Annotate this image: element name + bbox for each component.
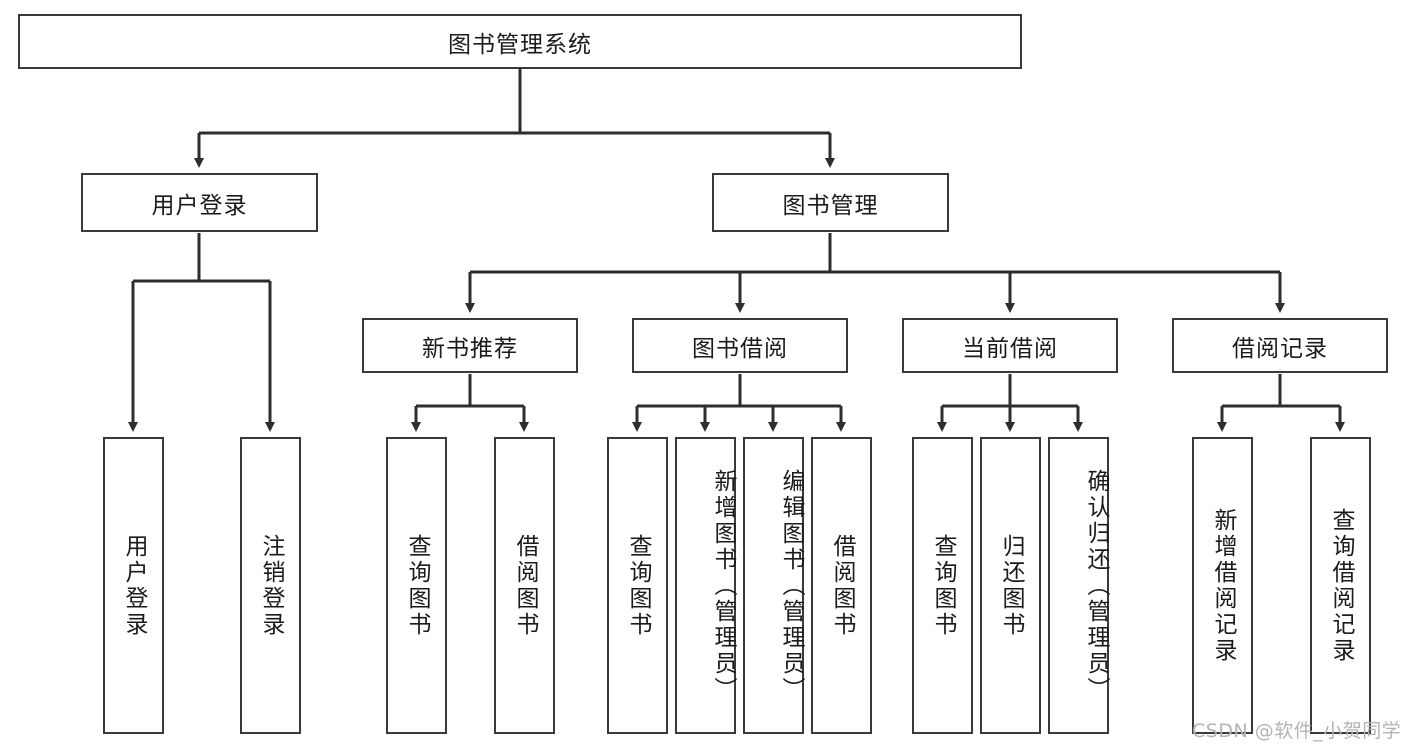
leaf-borrow-book-recommend[interactable]: 借阅图书 — [494, 437, 555, 734]
leaf-query-book-recommend-label: 查询图书 — [404, 533, 430, 638]
leaf-add-borrow-record[interactable]: 新增借阅记录 — [1192, 437, 1253, 734]
leaf-return-book[interactable]: 归还图书 — [980, 437, 1041, 734]
leaf-query-book-current-label: 查询图书 — [930, 533, 956, 638]
node-current-borrow[interactable]: 当前借阅 — [902, 318, 1118, 373]
leaf-logout-label: 注销登录 — [258, 533, 284, 638]
node-root-system-label: 图书管理系统 — [448, 31, 592, 58]
leaf-logout[interactable]: 注销登录 — [240, 437, 301, 734]
leaf-user-login[interactable]: 用户登录 — [103, 437, 164, 734]
leaf-edit-book-admin-label: 编辑图书（管理员） — [778, 468, 804, 703]
watermark-text: CSDN @软件_小贺同学 — [1192, 720, 1402, 742]
node-user-login-label: 用户登录 — [151, 192, 248, 219]
leaf-query-book-current[interactable]: 查询图书 — [912, 437, 973, 734]
node-borrow-record-label: 借阅记录 — [1232, 335, 1328, 362]
leaf-add-book-admin-label: 新增图书（管理员） — [710, 468, 736, 703]
node-book-borrow[interactable]: 图书借阅 — [632, 318, 848, 373]
leaf-query-book-recommend[interactable]: 查询图书 — [386, 437, 447, 734]
node-current-borrow-label: 当前借阅 — [962, 335, 1058, 362]
leaf-user-login-label: 用户登录 — [121, 533, 147, 638]
leaf-add-book-admin[interactable]: 新增图书（管理员） — [675, 437, 736, 734]
leaf-borrow-book[interactable]: 借阅图书 — [811, 437, 872, 734]
node-new-book-recommend[interactable]: 新书推荐 — [362, 318, 578, 373]
leaf-edit-book-admin[interactable]: 编辑图书（管理员） — [743, 437, 804, 734]
node-user-login[interactable]: 用户登录 — [81, 173, 318, 232]
node-book-management[interactable]: 图书管理 — [712, 173, 949, 232]
leaf-borrow-book-recommend-label: 借阅图书 — [512, 533, 538, 638]
leaf-confirm-return-admin-label: 确认归还（管理员） — [1083, 468, 1109, 703]
leaf-add-borrow-record-label: 新增借阅记录 — [1210, 507, 1236, 664]
node-book-borrow-label: 图书借阅 — [692, 335, 788, 362]
leaf-query-book-borrow[interactable]: 查询图书 — [607, 437, 668, 734]
leaf-query-borrow-record[interactable]: 查询借阅记录 — [1310, 437, 1371, 734]
node-new-book-recommend-label: 新书推荐 — [422, 335, 518, 362]
leaf-query-borrow-record-label: 查询借阅记录 — [1328, 507, 1354, 664]
leaf-borrow-book-label: 借阅图书 — [829, 533, 855, 638]
leaf-query-book-borrow-label: 查询图书 — [625, 533, 651, 638]
node-borrow-record[interactable]: 借阅记录 — [1172, 318, 1388, 373]
node-book-management-label: 图书管理 — [782, 192, 879, 219]
leaf-confirm-return-admin[interactable]: 确认归还（管理员） — [1048, 437, 1109, 734]
node-root-system[interactable]: 图书管理系统 — [18, 14, 1022, 69]
leaf-return-book-label: 归还图书 — [998, 533, 1024, 638]
